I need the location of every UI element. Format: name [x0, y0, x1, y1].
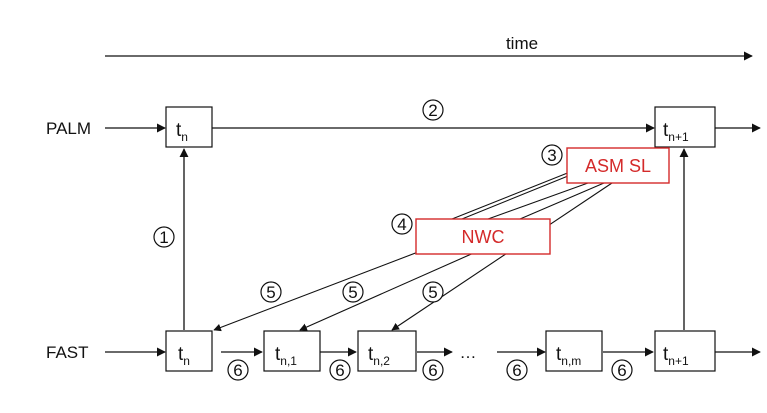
step-marker-6a: 6 [227, 359, 249, 381]
step-marker-6e: 6 [611, 359, 633, 381]
step-marker-2: 2 [422, 99, 444, 121]
fast-box-tnm: tn,m [545, 330, 603, 372]
step-marker-6d: 6 [506, 359, 528, 381]
svg-text:tn: tn [176, 120, 188, 144]
step-marker-5c: 5 [422, 281, 444, 303]
step-marker-5b: 5 [342, 281, 364, 303]
step-marker-6c: 6 [422, 359, 444, 381]
step-marker-5a: 5 [260, 281, 282, 303]
svg-text:6: 6 [233, 361, 242, 380]
asm-to-nwc-line-1 [451, 171, 571, 220]
step-marker-1: 1 [153, 226, 175, 248]
svg-text:6: 6 [335, 361, 344, 380]
svg-text:6: 6 [512, 361, 521, 380]
fast-row-label: FAST [46, 343, 89, 362]
asm-to-nwc-line-2 [487, 182, 589, 220]
time-label: time [506, 34, 538, 53]
exchange-arrow-to-tn2 [391, 182, 613, 331]
svg-text:tn: tn [178, 344, 190, 368]
palm-box-tn: tn [165, 106, 213, 148]
svg-text:2: 2 [428, 101, 437, 120]
svg-text:5: 5 [266, 283, 275, 302]
fast-box-tn2: tn,2 [357, 330, 417, 372]
svg-text:5: 5 [348, 283, 357, 302]
fast-box-tn1: tn,1 [263, 330, 321, 372]
svg-text:tn+1: tn+1 [663, 344, 689, 368]
fast-ellipsis: … [460, 343, 477, 362]
svg-text:tn,m: tn,m [556, 344, 581, 368]
palm-box-tn1: tn+1 [654, 106, 716, 148]
fast-box-tn1-next: tn+1 [654, 330, 716, 372]
svg-text:5: 5 [428, 283, 437, 302]
asm-to-nwc-line-3 [519, 182, 605, 220]
svg-text:3: 3 [547, 146, 556, 165]
svg-text:4: 4 [397, 215, 406, 234]
svg-text:ASM SL: ASM SL [585, 156, 651, 176]
svg-text:NWC: NWC [462, 227, 505, 247]
svg-text:tn+1: tn+1 [663, 120, 689, 144]
svg-text:tn,1: tn,1 [275, 344, 297, 368]
fast-box-tn: tn [165, 330, 213, 372]
nwc-module: NWC [415, 218, 551, 255]
svg-text:6: 6 [617, 361, 626, 380]
svg-text:6: 6 [428, 361, 437, 380]
svg-text:tn,2: tn,2 [368, 344, 390, 368]
step-marker-3: 3 [541, 144, 563, 166]
step-marker-6b: 6 [329, 359, 351, 381]
step-marker-4: 4 [391, 213, 413, 235]
svg-text:1: 1 [159, 228, 168, 247]
asm-sl-module: ASM SL [566, 147, 670, 184]
palm-row-label: PALM [46, 119, 91, 138]
